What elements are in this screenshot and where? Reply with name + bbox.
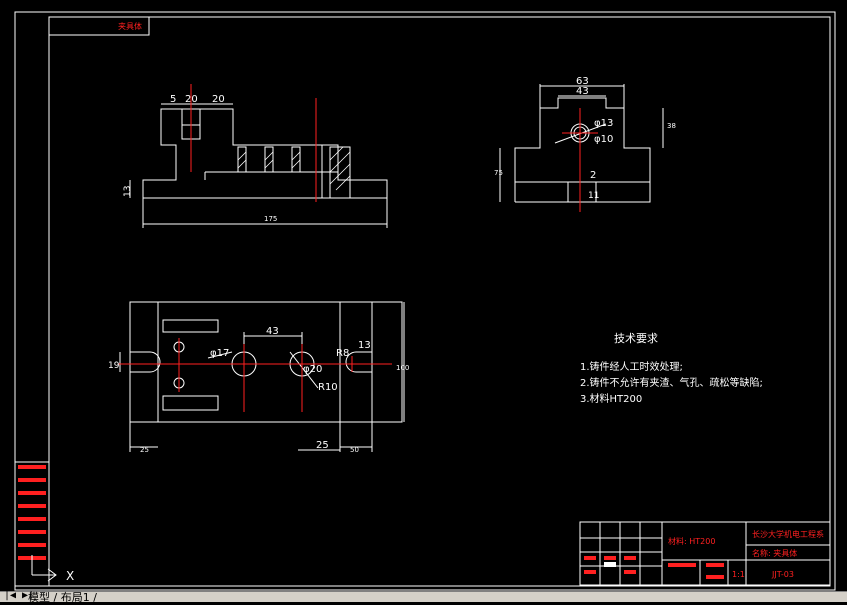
bottom-view bbox=[119, 301, 405, 452]
dim-25b: 25 bbox=[316, 440, 329, 451]
dim-13b: 13 bbox=[358, 340, 371, 351]
title-block-white-patch bbox=[604, 562, 616, 567]
dim-20b: 20 bbox=[212, 94, 225, 105]
tb-scale: 1:1 bbox=[732, 570, 745, 579]
dim-phi20: φ20 bbox=[303, 364, 322, 375]
dim-75: 75 bbox=[494, 169, 503, 177]
ucs-x-label: X bbox=[66, 569, 74, 583]
dim-phi17: φ17 bbox=[210, 348, 229, 359]
tab-separator-end: / bbox=[93, 591, 97, 604]
tech-requirements: 技术要求 1.铸件经人工时效处理; 2.铸件不允许有夹渣、气孔、疏松等缺陷; 3… bbox=[580, 332, 763, 405]
dim-50: 50 bbox=[350, 446, 359, 454]
drawing-frame bbox=[14, 11, 836, 591]
dim-2: 2 bbox=[590, 170, 596, 181]
tab-nav-arrows[interactable]: |◀ ▶| bbox=[4, 590, 35, 601]
dim-20a: 20 bbox=[185, 94, 198, 105]
dim-38: 38 bbox=[667, 122, 676, 130]
dim-5: 5 bbox=[170, 94, 176, 105]
dim-11: 11 bbox=[588, 191, 599, 201]
bottom-view-centerlines bbox=[118, 338, 392, 412]
tab-separator: / bbox=[53, 591, 58, 604]
ucs-icon bbox=[31, 555, 57, 582]
tech-heading: 技术要求 bbox=[614, 332, 658, 345]
dim-13: 13 bbox=[123, 186, 133, 197]
tb-school: 长沙大学机电工程系 bbox=[752, 529, 824, 539]
side-view-centerlines bbox=[562, 108, 598, 212]
dim-63: 63 bbox=[576, 76, 589, 87]
tb-drawing-no: JJT-03 bbox=[771, 570, 794, 579]
layout-tabs: 模型 / 布局1 / bbox=[28, 589, 97, 605]
dim-100: 100 bbox=[396, 364, 409, 372]
side-view-dims: 63 43 φ13 φ10 38 75 2 11 bbox=[494, 76, 676, 201]
dim-25a: 25 bbox=[140, 446, 149, 454]
side-view bbox=[499, 84, 664, 203]
dim-r10: R10 bbox=[318, 382, 338, 393]
top-view-dims: 5 20 20 13 175 bbox=[123, 94, 277, 223]
tab-layout1[interactable]: 布局1 bbox=[60, 591, 90, 604]
title-block-fills bbox=[584, 556, 724, 579]
tech-item-1: 1.铸件经人工时效处理; bbox=[580, 360, 683, 373]
tb-material: 材料: HT200 bbox=[668, 536, 715, 546]
top-view-centerlines bbox=[190, 84, 317, 202]
tech-item-2: 2.铸件不允许有夹渣、气孔、疏松等缺陷; bbox=[580, 376, 763, 389]
top-view bbox=[129, 103, 388, 228]
tech-item-3: 3.材料HT200 bbox=[580, 392, 642, 405]
dim-43b: 43 bbox=[266, 326, 279, 337]
dim-43: 43 bbox=[576, 86, 589, 97]
layout-tabs-bar: |◀ ▶| 模型 / 布局1 / bbox=[0, 589, 847, 605]
dim-r8: R8 bbox=[336, 348, 349, 359]
bottom-view-dims: 43 13 φ17 φ20 R10 R8 19 100 25 25 50 bbox=[108, 326, 409, 454]
title-block bbox=[579, 521, 831, 586]
dim-175: 175 bbox=[264, 215, 277, 223]
title-block-text: 材料: HT200 长沙大学机电工程系 名称: 夹具体 JJT-03 1:1 bbox=[668, 529, 824, 579]
titlebox-label: 夹具体 bbox=[118, 21, 142, 31]
tab-model[interactable]: 模型 bbox=[28, 591, 50, 604]
dim-phi10: φ10 bbox=[594, 134, 613, 145]
dim-phi13: φ13 bbox=[594, 118, 613, 129]
dim-19: 19 bbox=[108, 361, 120, 371]
tb-part-name: 名称: 夹具体 bbox=[752, 548, 797, 558]
